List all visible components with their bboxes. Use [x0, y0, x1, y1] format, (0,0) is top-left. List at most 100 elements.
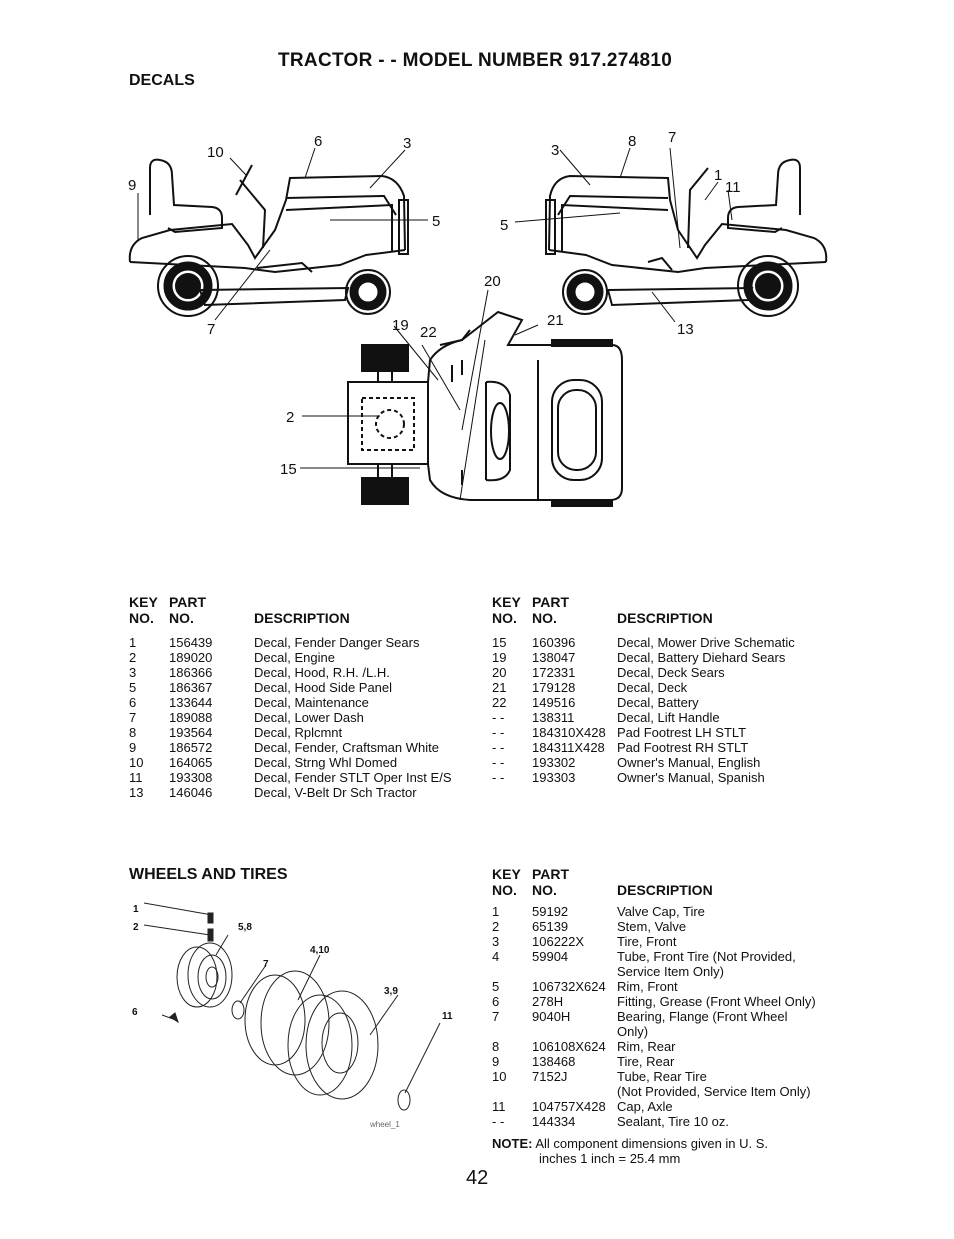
table-row: 7 9040H Bearing, Flange (Front Wheel — [492, 1009, 832, 1024]
part-cell: 156439 — [169, 635, 213, 650]
description-cell: Decal, Deck — [617, 680, 688, 695]
table-row: 13 146046 Decal, V-Belt Dr Sch Tractor — [129, 785, 469, 800]
valve-cap — [207, 912, 214, 924]
description-cell: Bearing, Flange (Front Wheel — [617, 1009, 788, 1024]
description-cell: Rim, Rear — [617, 1039, 676, 1054]
description-cell: Decal, Mower Drive Schematic — [617, 635, 795, 650]
description-cell: Owner's Manual, English — [617, 755, 761, 770]
part-cell: 9040H — [532, 1009, 571, 1024]
key-cell: 1 — [492, 904, 500, 919]
description-cell: Tube, Rear Tire — [617, 1069, 707, 1084]
front-tire — [176, 946, 218, 1008]
callout-5-right: 5 — [500, 217, 508, 234]
callout-10: 10 — [207, 144, 224, 161]
flange-bearing — [231, 1000, 245, 1020]
part-cell: 59192 — [532, 904, 569, 919]
key-cell: 19 — [492, 650, 507, 665]
part-cell: 149516 — [532, 695, 576, 710]
description-cell: Tube, Front Tire (Not Provided, — [617, 949, 796, 964]
description-cell: Valve Cap, Tire — [617, 904, 705, 919]
key-cell: 6 — [129, 695, 137, 710]
key-cell: - - — [492, 740, 505, 755]
key-cell: 11 — [129, 770, 143, 785]
part-cell: 186572 — [169, 740, 213, 755]
table-row: 1 59192 Valve Cap, Tire — [492, 904, 832, 919]
wheel-callout-11: 11 — [442, 1011, 453, 1022]
callout-15: 15 — [280, 461, 297, 478]
description-cell: Decal, Fender STLT Oper Inst E/S — [254, 770, 452, 785]
key-cell: 20 — [492, 665, 507, 680]
part-cell: 146046 — [169, 785, 213, 800]
key-cell: 9 — [492, 1054, 500, 1069]
decals-heading: DECALS — [129, 72, 195, 89]
key-cell: - - — [492, 1114, 505, 1129]
callout-13: 13 — [677, 321, 694, 338]
key-cell: 7 — [492, 1009, 500, 1024]
callout-3-right: 3 — [551, 142, 559, 159]
key-cell: - - — [492, 725, 505, 740]
axle-cap — [397, 1089, 411, 1111]
rear-tire-front — [287, 994, 353, 1096]
description-cell: Decal, Maintenance — [254, 695, 369, 710]
callout-5-left: 5 — [432, 213, 440, 230]
key-cell: 8 — [492, 1039, 500, 1054]
wheel-callout-6: 6 — [132, 1007, 138, 1018]
description-cell: Decal, Battery — [617, 695, 699, 710]
key-cell: 11 — [492, 1099, 506, 1114]
key-cell: 8 — [129, 725, 137, 740]
callout-19: 19 — [392, 317, 409, 334]
part-cell: 184310X428 — [532, 725, 606, 740]
wheel-callout-5-8: 5,8 — [238, 922, 252, 933]
callout-7-right: 7 — [668, 129, 676, 146]
left-front-wheel — [345, 269, 391, 315]
description-cell: Sealant, Tire 10 oz. — [617, 1114, 730, 1129]
wheel-image-label: wheel_1 — [369, 1120, 400, 1129]
part-cell: 179128 — [532, 680, 576, 695]
part-cell: 164065 — [169, 755, 213, 770]
description-cell: Service Item Only) — [617, 964, 724, 979]
table-row: (Not Provided, Service Item Only) — [492, 1084, 832, 1099]
key-cell: 13 — [129, 785, 144, 800]
part-cell: 160396 — [532, 635, 576, 650]
description-cell: Decal, Strng Whl Domed — [254, 755, 398, 770]
callout-2: 2 — [286, 409, 294, 426]
description-cell: Decal, Lower Dash — [254, 710, 364, 725]
page-title: TRACTOR - - MODEL NUMBER 917.274810 — [278, 50, 673, 71]
callout-22: 22 — [420, 324, 437, 341]
description-cell: Fitting, Grease (Front Wheel Only) — [617, 994, 816, 1009]
description-cell: Stem, Valve — [617, 919, 687, 934]
page-number: 42 — [466, 1167, 489, 1189]
callout-3-left: 3 — [403, 135, 411, 152]
description-cell: Decal, V-Belt Dr Sch Tractor — [254, 785, 417, 800]
description-cell: Rim, Front — [617, 979, 678, 994]
key-cell: 3 — [492, 934, 500, 949]
wheel-callout-4-10: 4,10 — [310, 945, 330, 956]
callout-9: 9 — [128, 177, 136, 194]
part-cell: 278H — [532, 994, 564, 1009]
description-cell: Pad Footrest RH STLT — [617, 740, 749, 755]
wheels-heading: WHEELS AND TIRES — [129, 866, 288, 883]
description-cell: Decal, Battery Diehard Sears — [617, 650, 786, 665]
key-cell: 21 — [492, 680, 507, 695]
hdr-desc-right: DESCRIPTION — [617, 610, 713, 626]
part-cell: 186366 — [169, 665, 213, 680]
part-cell: 189020 — [169, 650, 213, 665]
description-cell: Owner's Manual, Spanish — [617, 770, 765, 785]
tractor-top-view — [347, 310, 623, 507]
